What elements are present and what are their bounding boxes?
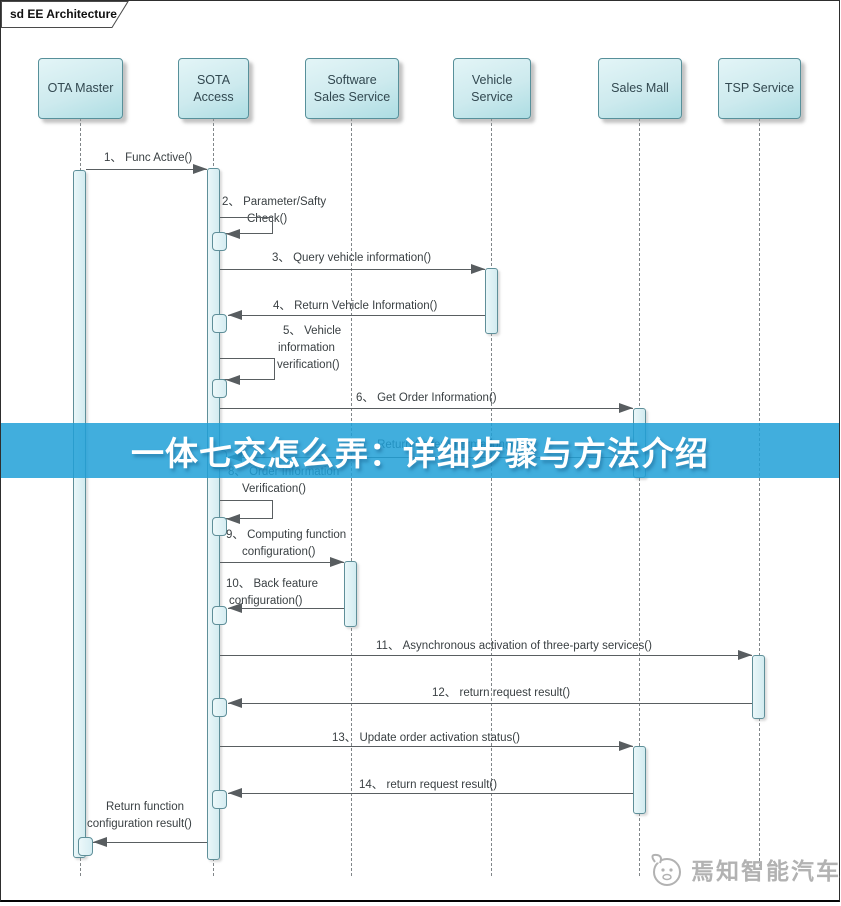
watermark-text: 焉知智能汽车 [691, 858, 841, 884]
message-9-arrowhead [330, 557, 344, 567]
lifeline-head-sales-mall: Sales Mall [598, 58, 682, 119]
message-10-line [228, 608, 344, 609]
overlay-banner: 一体七交怎么弄：详细步骤与方法介绍 [1, 423, 839, 478]
lifeline-vehicle-service [491, 118, 492, 876]
return-message-arrowhead [93, 837, 107, 847]
message-3-line [220, 269, 485, 270]
lifeline-label: Sales Mall [611, 81, 669, 96]
activation-ota-master [73, 170, 86, 858]
lifeline-tsp-service [759, 118, 760, 876]
message-14-arrowhead [228, 788, 242, 798]
lifeline-head-sota-access: SOTA Access [178, 58, 249, 119]
message-4-arrowhead [228, 310, 242, 320]
activation-vehicle-service [485, 268, 498, 334]
activation-tsp-service [752, 655, 765, 719]
message-14-label: 14、 return request result() [359, 779, 498, 791]
message-1-arrowhead [193, 164, 207, 174]
nested-activation-10 [212, 606, 227, 625]
message-13-label: 13、 Update order activation status() [332, 732, 520, 744]
return-message-line [93, 842, 207, 843]
lifeline-sales-mall [639, 118, 640, 876]
message-8-self-loop [220, 500, 273, 519]
message-5-label: 5、 Vehicle [283, 325, 342, 337]
nested-activation-14 [212, 790, 227, 809]
lifeline-head-ota-master: OTA Master [38, 58, 123, 119]
message-2-arrowhead [226, 229, 240, 239]
lifeline-software-sales-service [351, 118, 352, 876]
message-9-label: 9、 Computing function [226, 529, 347, 541]
message-4-label: 4、 Return Vehicle Information() [273, 300, 438, 312]
message-2-label-2: Check() [247, 213, 288, 225]
lifeline-label: Vehicle Service [471, 73, 513, 104]
message-1-line [86, 169, 207, 170]
message-4-line [228, 315, 485, 316]
nested-activation-2 [212, 232, 227, 251]
nested-activation-4 [212, 314, 227, 333]
nested-activation-ota-final [78, 837, 93, 856]
message-10-label-2: configuration() [229, 595, 303, 607]
return-message-label-2: configuration result() [87, 818, 192, 830]
watermark-logo: 焉知智能汽车 [645, 850, 841, 888]
message-1-label: 1、 Func Active() [104, 152, 193, 164]
message-6-arrowhead [619, 403, 633, 413]
message-9-label-2: configuration() [242, 546, 316, 558]
frame-tab-shape [1, 1, 129, 28]
message-10-arrowhead [228, 603, 242, 613]
message-11-line [220, 655, 752, 656]
message-5-arrowhead [226, 375, 240, 385]
return-message-label: Return function [106, 801, 184, 813]
mascot-icon [651, 853, 681, 886]
message-9-line [220, 562, 344, 563]
nested-activation-12 [212, 698, 227, 717]
overlay-banner-text: 一体七交怎么弄：详细步骤与方法介绍 [131, 434, 709, 472]
message-3-label: 3、 Query vehicle information() [272, 252, 432, 264]
lifeline-label: Software Sales Service [313, 73, 391, 104]
message-2-label: 2、 Parameter/Safty [222, 196, 327, 208]
message-3-arrowhead [471, 264, 485, 274]
frame-tab: sd EE Architecture [1, 1, 141, 31]
message-11-label: 11、 Asynchronous activation of three-par… [376, 640, 652, 652]
activation-software-sales-service [344, 561, 357, 627]
message-8-arrowhead [226, 514, 240, 524]
nested-activation-5 [212, 379, 227, 398]
nested-activation-8 [212, 517, 227, 536]
message-6-label: 6、 Get Order Information() [356, 392, 497, 404]
message-5-label-2: information [278, 342, 335, 354]
message-5-self-loop [220, 358, 275, 380]
message-6-line [220, 408, 633, 409]
message-12-line [228, 703, 752, 704]
frame-tab-label: sd EE Architecture [10, 7, 117, 21]
lifeline-head-vehicle-service: Vehicle Service [453, 58, 531, 119]
lifeline-label: SOTA Access [193, 73, 234, 104]
message-14-line [228, 793, 633, 794]
lifeline-label: OTA Master [47, 81, 114, 96]
message-5-label-3: verification() [277, 359, 340, 371]
lifeline-head-tsp-service: TSP Service [718, 58, 801, 119]
activation-sota-access [207, 168, 220, 860]
message-2-self-loop [220, 217, 273, 234]
message-11-arrowhead [738, 650, 752, 660]
message-13-arrowhead [619, 741, 633, 751]
lifeline-label: TSP Service [724, 81, 795, 96]
message-13-line [220, 746, 633, 747]
message-12-label: 12、 return request result() [432, 687, 571, 699]
message-12-arrowhead [228, 698, 242, 708]
activation-sales-mall-2 [633, 746, 646, 814]
lifeline-head-software-sales-service: Software Sales Service [305, 58, 399, 119]
message-10-label: 10、 Back feature [226, 578, 319, 590]
message-8-label-2: Verification() [242, 483, 306, 495]
